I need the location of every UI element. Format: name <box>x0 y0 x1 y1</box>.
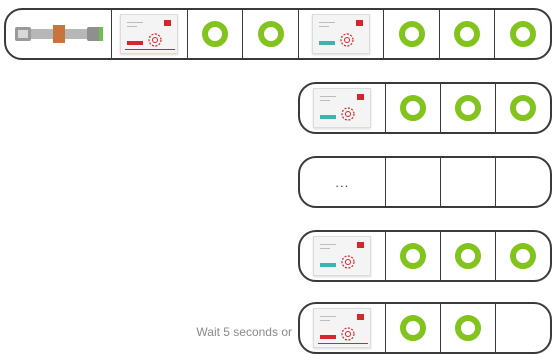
key-card-teal-icon <box>313 236 372 276</box>
card-red-cell <box>300 304 385 352</box>
card-teal-cell <box>297 10 383 58</box>
sequence-row-2 <box>298 82 552 134</box>
wait-caption: Wait 5 seconds or <box>196 325 292 339</box>
ellipsis-text: ... <box>335 174 350 190</box>
card-teal-cell <box>300 232 385 280</box>
key-card-red-icon <box>313 308 372 348</box>
ring-cell <box>384 304 440 352</box>
green-ring-icon <box>399 95 426 121</box>
ring-cell <box>494 84 550 132</box>
empty-cell <box>384 158 440 206</box>
green-ring-icon <box>454 315 481 341</box>
empty-cell <box>494 158 550 206</box>
ring-cell <box>494 10 550 58</box>
ring-cell <box>242 10 298 58</box>
ring-cell <box>439 84 495 132</box>
green-ring-icon <box>454 243 481 269</box>
green-ring-icon <box>201 21 228 47</box>
sequence-row-3: ... <box>298 156 552 208</box>
ring-cell <box>384 232 440 280</box>
green-ring-icon <box>399 315 426 341</box>
lock-cylinder-cell <box>6 10 111 58</box>
ring-cell <box>383 10 439 58</box>
key-card-red-icon <box>120 14 179 54</box>
ring-cell <box>186 10 243 58</box>
card-teal-cell <box>300 84 385 132</box>
empty-cell <box>439 158 495 206</box>
green-ring-icon <box>509 21 536 47</box>
green-ring-icon <box>398 21 425 47</box>
empty-cell <box>494 304 550 352</box>
ring-cell <box>384 84 440 132</box>
green-ring-icon <box>509 95 536 121</box>
sequence-row-5 <box>298 302 552 354</box>
green-ring-icon <box>454 95 481 121</box>
green-ring-icon <box>257 21 284 47</box>
ring-cell <box>439 304 495 352</box>
ring-cell <box>494 232 550 280</box>
key-card-teal-icon <box>312 14 371 54</box>
ellipsis-cell: ... <box>300 158 385 206</box>
ring-cell <box>438 10 495 58</box>
ring-cell <box>439 232 495 280</box>
green-ring-icon <box>509 243 536 269</box>
card-red-cell <box>111 10 186 58</box>
key-card-teal-icon <box>313 88 372 128</box>
sequence-row-4 <box>298 230 552 282</box>
green-ring-icon <box>399 243 426 269</box>
green-ring-icon <box>454 21 481 47</box>
lock-cylinder-icon <box>14 25 103 43</box>
sequence-row-1 <box>4 8 552 60</box>
